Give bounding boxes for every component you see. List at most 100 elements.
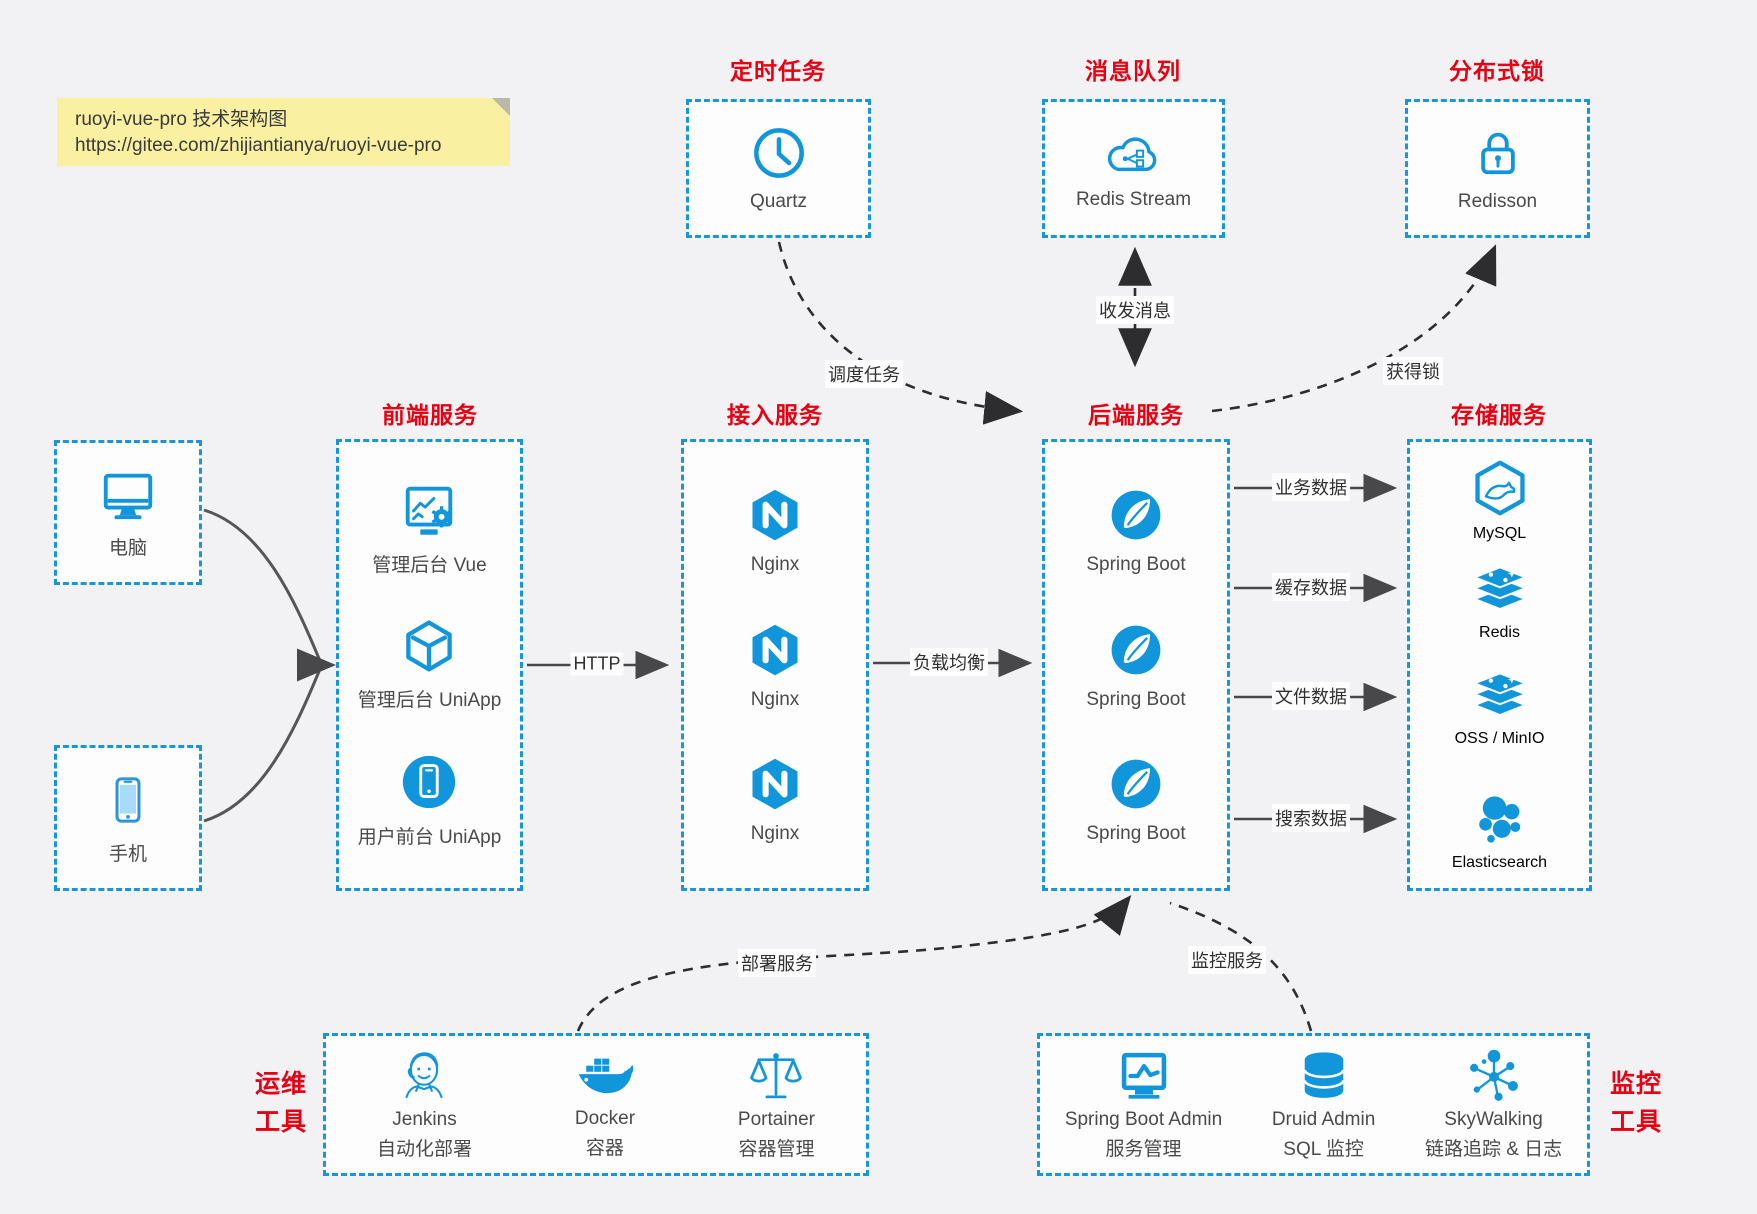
node-pc-client: 电脑 bbox=[54, 440, 202, 585]
edge-deploy bbox=[576, 894, 1132, 1032]
note-url: https://gitee.com/zhijiantianya/ruoyi-vu… bbox=[75, 135, 442, 156]
user-uniapp-item: 用户前台 UniApp bbox=[357, 751, 502, 849]
edge-label-cache-data: 缓存数据 bbox=[1272, 573, 1350, 601]
nginx-icon bbox=[752, 758, 798, 810]
admin-vue-label: 管理后台 Vue bbox=[372, 555, 487, 576]
clock-icon bbox=[753, 128, 804, 178]
edge-mobile-to-frontend bbox=[203, 668, 322, 823]
druid-sublabel: SQL 监控 bbox=[1283, 1139, 1364, 1160]
spring-boot-label-1: Spring Boot bbox=[1086, 554, 1186, 576]
quartz-label: Quartz bbox=[749, 191, 808, 212]
note-fold-corner bbox=[492, 98, 510, 116]
spring-boot-admin-item: Spring Boot Admin 服务管理 bbox=[1065, 1048, 1222, 1161]
monitor-tools-title-line2: 工具 bbox=[1609, 1107, 1662, 1136]
oss-minio-item: OSS / MinIO bbox=[1410, 670, 1589, 748]
uniapp-cube-icon bbox=[406, 620, 453, 672]
redis-stream-label: Redis Stream bbox=[1075, 189, 1192, 210]
nginx-icon bbox=[752, 489, 798, 541]
nginx-label-3: Nginx bbox=[750, 822, 800, 844]
nginx-item-3: Nginx bbox=[745, 754, 805, 845]
column-title-backend: 后端服务 bbox=[1088, 402, 1184, 428]
elasticsearch-item: Elasticsearch bbox=[1410, 790, 1589, 872]
note-title: ruoyi-vue-pro 技术架构图 bbox=[75, 109, 288, 130]
redis-stream-item: Redis Stream bbox=[1076, 126, 1191, 211]
spring-boot-icon bbox=[1111, 490, 1161, 540]
portainer-sublabel: 容器管理 bbox=[738, 1139, 815, 1160]
docker-label: Docker bbox=[574, 1108, 636, 1129]
oss-minio-icon bbox=[1473, 672, 1526, 717]
edge-get-lock bbox=[1211, 244, 1497, 413]
mobile-icon bbox=[115, 777, 141, 823]
admin-vue-icon bbox=[406, 486, 453, 535]
column-title-access: 接入服务 bbox=[727, 402, 823, 428]
edge-label-search-data: 搜索数据 bbox=[1272, 804, 1350, 832]
skywalking-sublabel: 链路追踪 & 日志 bbox=[1424, 1139, 1563, 1160]
group-title-scheduled-tasks: 定时任务 bbox=[730, 58, 826, 84]
mobile-client-label: 手机 bbox=[108, 844, 147, 865]
mobile-client-item: 手机 bbox=[101, 770, 155, 866]
druid-item: Druid Admin SQL 监控 bbox=[1271, 1048, 1376, 1161]
spring-boot-item-1: Spring Boot bbox=[1086, 485, 1186, 576]
edge-label-messaging: 收发消息 bbox=[1096, 296, 1174, 324]
column-title-frontend: 前端服务 bbox=[382, 402, 478, 428]
nginx-label-2: Nginx bbox=[750, 688, 800, 710]
lock-icon bbox=[1480, 132, 1515, 175]
edge-label-load-balance: 负载均衡 bbox=[910, 648, 988, 676]
jenkins-icon bbox=[405, 1052, 444, 1099]
ops-tools-title-line1: 运维 bbox=[254, 1070, 307, 1098]
elasticsearch-label: Elasticsearch bbox=[1451, 854, 1548, 871]
admin-uniapp-label: 管理后台 UniApp bbox=[357, 690, 502, 711]
mysql-label: MySQL bbox=[1472, 525, 1527, 542]
edge-label-get-lock: 获得锁 bbox=[1383, 357, 1443, 385]
mysql-icon bbox=[1474, 460, 1525, 516]
nginx-icon bbox=[752, 624, 798, 675]
edge-label-monitor: 监控服务 bbox=[1188, 946, 1266, 974]
edge-label-schedule: 调度任务 bbox=[825, 360, 903, 388]
portainer-icon bbox=[750, 1053, 803, 1099]
pc-client-label: 电脑 bbox=[108, 537, 147, 559]
jenkins-item: Jenkins 自动化部署 bbox=[377, 1048, 472, 1161]
nginx-item-1: Nginx bbox=[745, 485, 805, 576]
edge-label-http: HTTP bbox=[570, 652, 624, 676]
nginx-label-1: Nginx bbox=[750, 554, 800, 576]
ops-tools-title-line2: 工具 bbox=[254, 1107, 307, 1136]
oss-minio-label: OSS / MinIO bbox=[1454, 730, 1545, 747]
ops-tools-box: Jenkins 自动化部署 Docker 容器 bbox=[323, 1033, 869, 1176]
cloud-stream-icon bbox=[1108, 137, 1157, 172]
column-title-storage: 存储服务 bbox=[1451, 402, 1547, 428]
portainer-item: Portainer 容器管理 bbox=[738, 1048, 815, 1161]
spring-boot-icon bbox=[1111, 759, 1161, 809]
mysql-item: MySQL bbox=[1410, 459, 1589, 543]
druid-label: Druid Admin bbox=[1271, 1109, 1376, 1130]
user-phone-icon bbox=[403, 755, 456, 809]
monitor-tools-title-line1: 监控 bbox=[1609, 1070, 1662, 1098]
pc-client-item: 电脑 bbox=[97, 466, 159, 560]
node-redisson: Redisson bbox=[1405, 99, 1590, 238]
skywalking-label: SkyWalking bbox=[1444, 1109, 1543, 1130]
spring-boot-item-3: Spring Boot bbox=[1086, 754, 1186, 845]
skywalking-icon bbox=[1469, 1049, 1518, 1101]
docker-sublabel: 容器 bbox=[585, 1138, 624, 1159]
nginx-item-2: Nginx bbox=[745, 620, 805, 711]
node-quartz: Quartz bbox=[686, 99, 871, 238]
quartz-item: Quartz bbox=[750, 124, 808, 213]
redisson-label: Redisson bbox=[1457, 191, 1538, 212]
portainer-label: Portainer bbox=[737, 1109, 815, 1130]
monitor-tools-box: Spring Boot Admin 服务管理 Druid Admin SQL 监… bbox=[1037, 1033, 1590, 1176]
user-uniapp-label: 用户前台 UniApp bbox=[357, 827, 502, 848]
spring-boot-item-2: Spring Boot bbox=[1086, 620, 1186, 711]
edge-label-business-data: 业务数据 bbox=[1272, 473, 1350, 501]
node-mobile-client: 手机 bbox=[54, 745, 202, 891]
spring-boot-icon bbox=[1111, 625, 1161, 674]
redisson-item: Redisson bbox=[1458, 124, 1537, 213]
sticky-note: ruoyi-vue-pro 技术架构图 https://gitee.com/zh… bbox=[57, 98, 510, 166]
redis-item: Redis bbox=[1410, 564, 1589, 642]
column-backend: Spring Boot Spring Boot Spring Boot bbox=[1042, 439, 1230, 891]
elasticsearch-icon bbox=[1478, 796, 1520, 843]
admin-uniapp-item: 管理后台 UniApp bbox=[357, 616, 502, 712]
docker-item: Docker 容器 bbox=[574, 1049, 636, 1160]
group-title-message-queue: 消息队列 bbox=[1085, 58, 1181, 84]
jenkins-sublabel: 自动化部署 bbox=[376, 1139, 472, 1160]
node-redis-stream: Redis Stream bbox=[1042, 99, 1225, 238]
